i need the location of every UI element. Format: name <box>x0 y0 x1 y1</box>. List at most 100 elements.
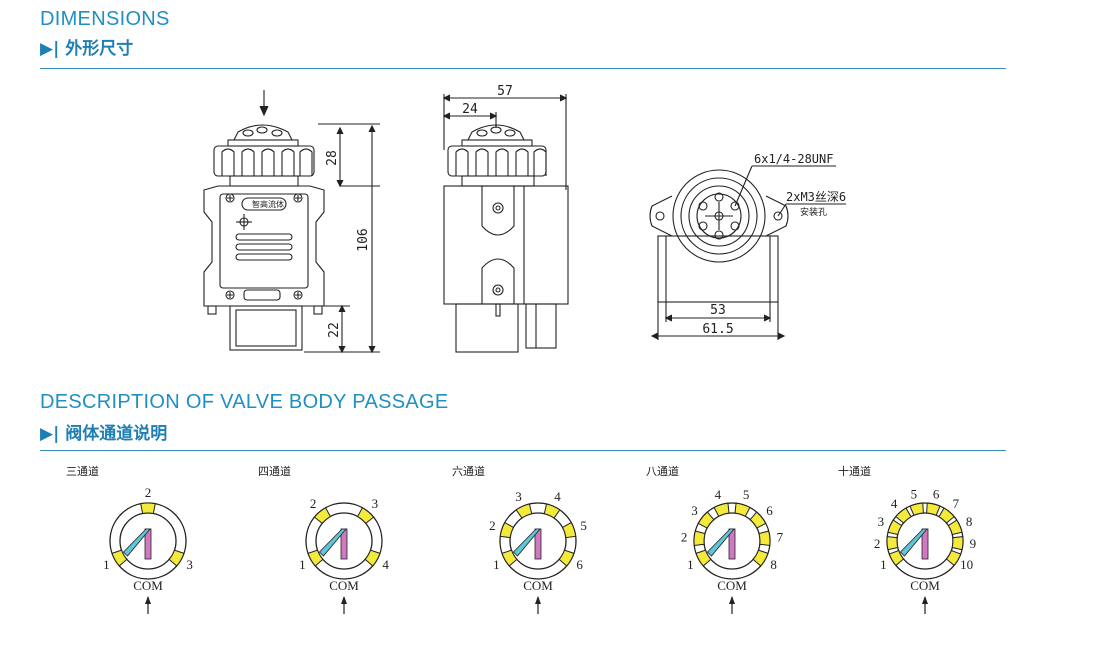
port-label: 1 <box>299 557 306 572</box>
port-label: 10 <box>960 557 973 572</box>
port-segment <box>515 503 533 519</box>
dim-height: 106 <box>356 228 371 251</box>
port-segment <box>693 530 706 546</box>
port-label: 1 <box>493 557 500 572</box>
com-arrow-head <box>341 596 347 604</box>
note-mount: 2xM3丝深6 <box>786 190 846 204</box>
port-segment <box>307 549 324 567</box>
port-label: 5 <box>911 486 918 501</box>
port-segment <box>356 507 375 525</box>
dim-outer: 61.5 <box>702 322 733 337</box>
port-label: 2 <box>681 529 688 544</box>
rotor-cyan <box>318 528 347 557</box>
port-label: 3 <box>691 503 698 518</box>
port-segment <box>501 549 518 567</box>
passage-title-cn: ▶| 阀体通道说明 <box>40 424 168 444</box>
port-segment <box>734 502 751 517</box>
port-segment <box>695 549 712 567</box>
rotor-cyan <box>899 528 928 557</box>
com-arrow-head <box>922 596 928 604</box>
passage-title-en: DESCRIPTION OF VALVE BODY PASSAGE <box>40 391 449 413</box>
front-view <box>203 90 380 354</box>
port-segment <box>886 536 899 551</box>
channel-title: 三通道 <box>66 465 99 478</box>
port-segment <box>313 507 332 525</box>
passage-divider <box>40 450 1006 451</box>
com-label: COM <box>133 578 163 593</box>
port-segment <box>887 519 903 536</box>
port-label: 2 <box>874 536 881 551</box>
dim-side-offset: 24 <box>462 102 478 117</box>
dimensions-title-cn: ▶| 外形尺寸 <box>40 39 134 59</box>
note-ports: 6x1/4-28UNF <box>754 152 833 166</box>
port-segment <box>749 511 767 529</box>
port-segment <box>909 502 924 516</box>
com-label: COM <box>910 578 940 593</box>
channel-title: 八通道 <box>646 465 679 478</box>
port-label: 2 <box>310 496 317 511</box>
rotor-cyan <box>706 528 735 557</box>
com-label: COM <box>523 578 553 593</box>
dimensions-title-en: DIMENSIONS <box>40 8 170 30</box>
port-label: 4 <box>891 496 898 511</box>
port-segment <box>945 549 962 567</box>
top-view <box>649 165 846 340</box>
port-label: 7 <box>953 496 960 511</box>
port-segment <box>561 521 577 539</box>
com-arrow-head <box>145 596 151 604</box>
port-label: 3 <box>186 557 193 572</box>
com-label: COM <box>329 578 359 593</box>
port-label: 6 <box>766 503 773 518</box>
port-segment <box>499 521 515 539</box>
port-segment <box>888 549 905 567</box>
note-mount-cn: 安装孔 <box>800 206 827 218</box>
port-label: 8 <box>770 557 777 572</box>
port-label: 3 <box>372 496 379 511</box>
port-label: 7 <box>777 529 784 544</box>
com-label: COM <box>717 578 747 593</box>
channel-title: 六通道 <box>452 465 485 478</box>
dim-inner: 53 <box>710 303 726 318</box>
port-segment <box>697 511 715 529</box>
port-label: 4 <box>715 487 722 502</box>
channel-title: 四通道 <box>258 465 291 478</box>
dim-bottom: 22 <box>327 322 342 338</box>
dimensions-divider <box>40 68 1006 69</box>
port-segment <box>558 549 575 567</box>
port-label: 5 <box>580 518 587 533</box>
channel-title: 十通道 <box>838 465 871 478</box>
port-label: 3 <box>515 489 522 504</box>
port-label: 1 <box>687 557 694 572</box>
port-segment <box>758 530 771 546</box>
port-segment <box>713 502 730 517</box>
port-label: 6 <box>576 557 583 572</box>
port-label: 1 <box>880 557 887 572</box>
port-label: 2 <box>489 518 496 533</box>
port-segment <box>140 502 156 515</box>
com-arrow-head <box>729 596 735 604</box>
port-label: 6 <box>933 486 940 501</box>
com-arrow-head <box>535 596 541 604</box>
port-label: 3 <box>878 514 885 529</box>
port-segment <box>895 507 912 524</box>
port-segment <box>926 502 941 516</box>
port-segment <box>364 549 381 567</box>
side-view <box>442 94 569 353</box>
brand-label: 智高流体 <box>252 199 284 209</box>
port-segment <box>168 549 185 567</box>
port-label: 4 <box>554 489 561 504</box>
port-label: 8 <box>966 514 973 529</box>
dim-top: 28 <box>325 150 340 166</box>
port-segment <box>543 503 561 519</box>
port-label: 5 <box>743 487 750 502</box>
port-label: 4 <box>382 557 389 572</box>
port-label: 2 <box>145 485 152 500</box>
port-label: 1 <box>103 557 110 572</box>
rotor-cyan <box>512 528 541 557</box>
dim-side-total: 57 <box>497 84 513 99</box>
